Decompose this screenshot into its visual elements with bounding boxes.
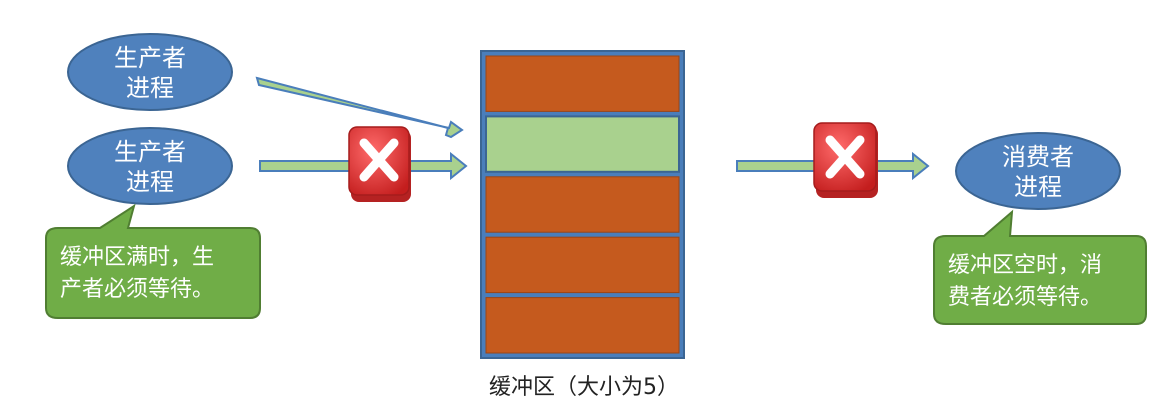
- consumer-process-ellipse: [955, 132, 1121, 210]
- producer-process-1-line2: 进程: [126, 74, 174, 102]
- buffer-slot-5-full: [485, 297, 680, 354]
- buffer-slots: [485, 55, 680, 354]
- producer-wait-callout-shape: [45, 203, 261, 319]
- producer-wait-callout-line2: 产者必须等待。: [60, 277, 214, 302]
- consumer-process-line2: 进程: [1014, 173, 1062, 201]
- producer-process-1-ellipse: [67, 33, 233, 111]
- buffer-slot-2-empty: [485, 115, 680, 173]
- consumer-wait-callout-line2: 费者必须等待。: [948, 285, 1102, 310]
- consumer-process-line1: 消费者: [1002, 143, 1074, 171]
- producer-wait-callout-line1: 缓冲区满时，生: [60, 245, 214, 270]
- consumer-wait-callout-shape: [933, 209, 1147, 325]
- buffer-caption: 缓冲区（大小为5）: [489, 375, 679, 400]
- consumer-process: 消费者 进程: [955, 132, 1121, 210]
- producer-process-2-line2: 进程: [126, 168, 174, 196]
- producer-1-arrow: [255, 76, 464, 139]
- buffer-slot-3-full: [485, 176, 680, 233]
- producer-process-1-line1: 生产者: [114, 44, 186, 72]
- consumer-wait-callout: 缓冲区空时，消 费者必须等待。: [933, 209, 1147, 325]
- producer-wait-callout: 缓冲区满时，生 产者必须等待。: [45, 203, 261, 319]
- buffer: [480, 50, 685, 359]
- buffer-slot-1-full: [485, 55, 680, 112]
- producer-process-2-ellipse: [67, 127, 233, 205]
- consumer-blocked-icon: [813, 122, 878, 198]
- buffer-slot-4-full: [485, 236, 680, 294]
- producer-process-1: 生产者 进程: [67, 33, 233, 111]
- producer-blocked-icon: [348, 126, 411, 202]
- producer-process-2-line1: 生产者: [114, 138, 186, 166]
- producer-process-2: 生产者 进程: [67, 127, 233, 205]
- consumer-wait-callout-line1: 缓冲区空时，消: [948, 253, 1102, 278]
